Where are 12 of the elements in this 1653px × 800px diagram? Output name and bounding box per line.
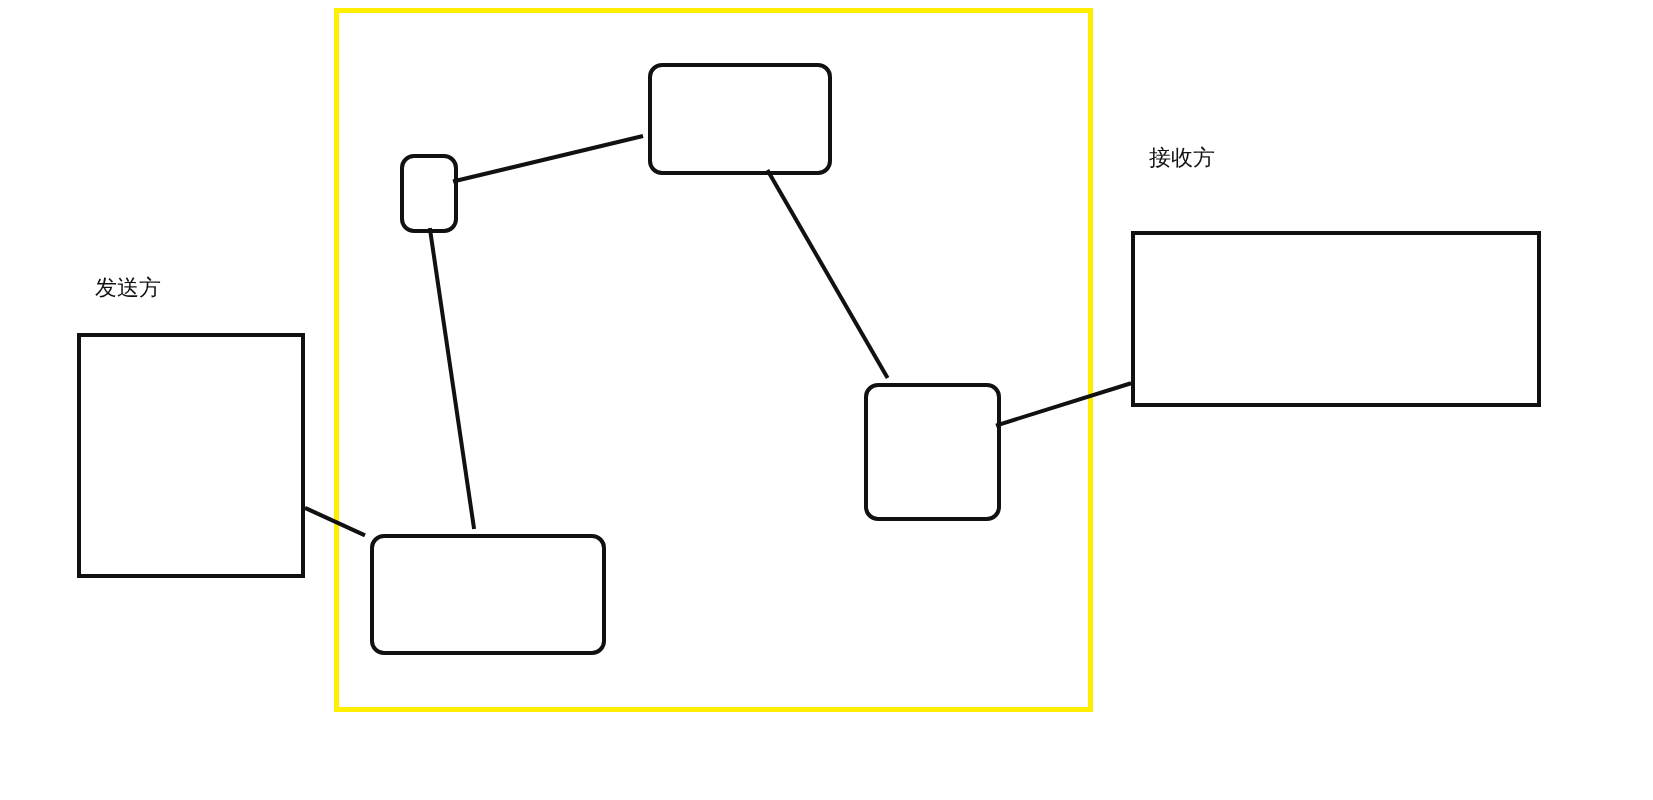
connector-line	[427, 227, 477, 530]
connector-line	[452, 134, 644, 184]
connector-line	[304, 506, 366, 538]
heading-text: 发送方	[95, 274, 161, 302]
rounded-box	[864, 383, 1001, 521]
connector-line	[995, 381, 1132, 428]
rounded-box	[400, 154, 458, 233]
rounded-box	[648, 63, 832, 175]
heading-text: 接收方	[1149, 144, 1215, 172]
connector-line	[765, 169, 890, 379]
network-frame	[334, 8, 1093, 712]
rounded-box	[370, 534, 606, 655]
